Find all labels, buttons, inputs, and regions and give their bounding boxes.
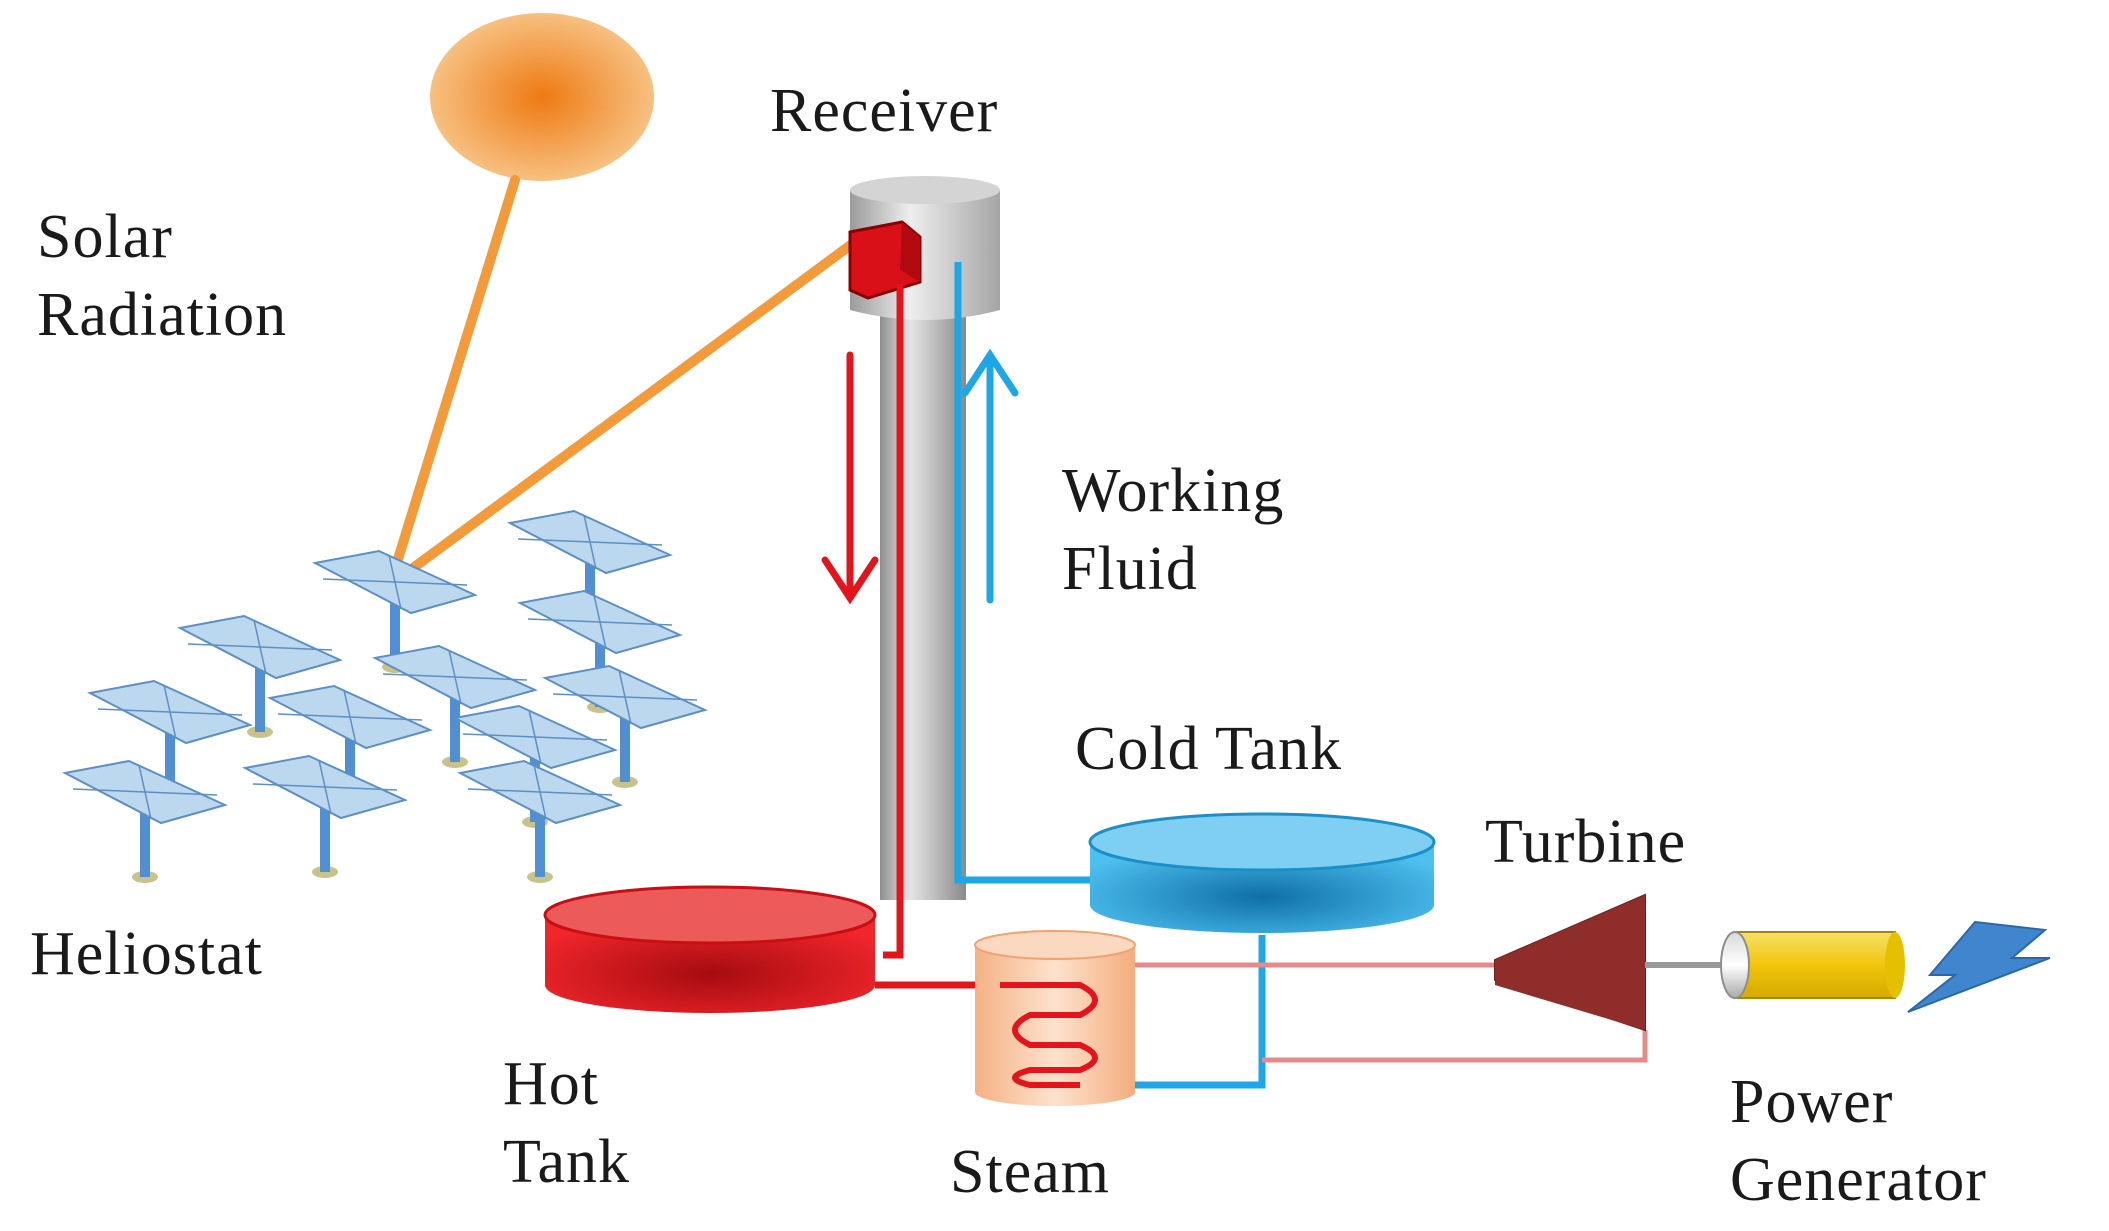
heliostat-icon (61, 759, 228, 883)
label-steam: Steam (950, 1133, 1110, 1211)
hot-fluid-pipe (883, 284, 904, 959)
label-hot-tank: Hot Tank (503, 1045, 630, 1201)
label-working-fluid: Working Fluid (1062, 452, 1284, 608)
label-turbine: Turbine (1485, 803, 1686, 881)
heliostat-icon (371, 644, 538, 768)
heliostat-icon (176, 614, 343, 738)
label-receiver: Receiver (770, 72, 998, 150)
heliostat-icon (241, 754, 408, 878)
cold-tank (1088, 812, 1436, 933)
label-steam-text: Steam (950, 1138, 1110, 1206)
label-heliostat: Heliostat (30, 915, 263, 993)
label-solar-radiation-line1: Solar (37, 203, 173, 271)
label-turbine-text: Turbine (1485, 808, 1687, 876)
steam-lines (1130, 962, 1648, 1063)
label-receiver-text: Receiver (770, 77, 999, 145)
hot-tank (543, 885, 877, 1013)
lightning-bolt-icon (1907, 920, 2051, 1013)
steam-coil (1000, 982, 1098, 1088)
down-arrow-icon (821, 351, 879, 605)
label-heliostat-text: Heliostat (30, 920, 263, 988)
heliostat-field (61, 509, 708, 883)
label-working-fluid-line1: Working (1062, 457, 1285, 525)
tower-shaft (880, 310, 966, 900)
solar-ray-lines (385, 175, 857, 590)
label-cold-tank: Cold Tank (1075, 710, 1342, 788)
label-hot-tank-line2: Tank (503, 1128, 631, 1196)
label-power-generator: Power Generator (1730, 1063, 1987, 1219)
up-arrow-icon (961, 348, 1019, 604)
label-solar-radiation: Solar Radiation (37, 198, 287, 354)
sun-icon (430, 13, 654, 181)
label-solar-radiation-line2: Radiation (37, 281, 288, 349)
label-cold-tank-text: Cold Tank (1075, 715, 1343, 783)
cold-fluid-pipe (954, 262, 1095, 884)
label-hot-tank-line1: Hot (503, 1050, 599, 1118)
label-power-generator-line2: Generator (1730, 1146, 1987, 1214)
label-power-generator-line1: Power (1730, 1068, 1894, 1136)
heliostat-icon (266, 684, 433, 808)
label-working-fluid-line2: Fluid (1062, 535, 1198, 603)
steam-vessel (974, 930, 1136, 1106)
power-generator-icon (1720, 931, 1905, 999)
heliostat-icon (541, 664, 708, 788)
cold-return-pipe (1080, 935, 1266, 1089)
tower-top-cap (850, 176, 1000, 204)
heliostat-icon (456, 759, 623, 883)
